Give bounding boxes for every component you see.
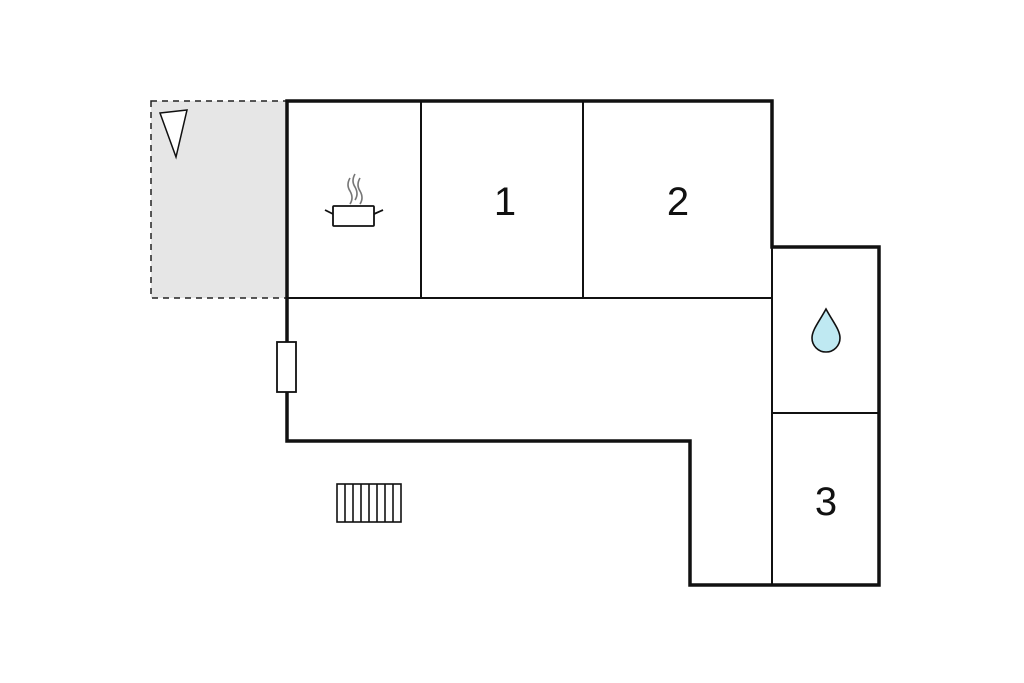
room-label-2: 2: [667, 180, 689, 224]
heater-radiator-icon: [336, 483, 402, 523]
terrace: [150, 100, 288, 299]
water-drop-icon: [811, 307, 841, 353]
room-bedroom-2: 2: [667, 180, 689, 224]
interior-walls: [287, 101, 879, 585]
room-bedroom-1: 1: [494, 180, 516, 224]
compass-north-icon: [158, 109, 188, 160]
door-icon: [276, 341, 297, 393]
cooking-pot-icon: [324, 173, 384, 227]
room-kitchen: [324, 173, 384, 227]
room-bathroom: [811, 307, 841, 353]
room-label-3: 3: [815, 480, 837, 524]
exterior-walls: [285, 99, 881, 587]
room-label-1: 1: [494, 180, 516, 224]
room-bedroom-3: 3: [815, 480, 837, 524]
